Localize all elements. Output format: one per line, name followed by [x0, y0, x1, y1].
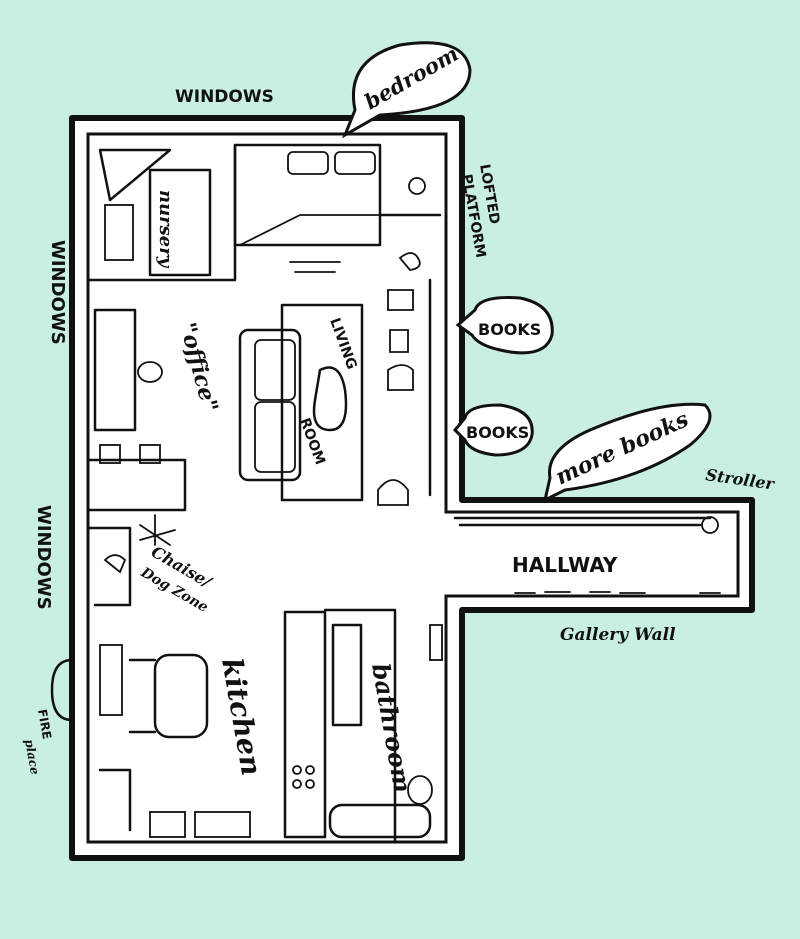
living-room-area	[238, 278, 432, 506]
more-books-callout: more books	[542, 402, 712, 503]
fireplace-icon	[50, 658, 74, 722]
apartment-outline	[69, 115, 755, 861]
windows-top-label: WINDOWS	[175, 87, 274, 107]
kitchen-area	[98, 610, 327, 839]
books-callout-1: BOOKS	[455, 296, 554, 355]
books-callout-2: BOOKS	[452, 403, 534, 457]
chaise-area	[86, 514, 176, 607]
bedroom-callout: bedroom	[342, 41, 472, 139]
gallery-wall-label: Gallery Wall	[560, 625, 676, 645]
fire-label: FIRE	[35, 708, 54, 740]
bathroom-area	[323, 608, 443, 844]
nursery-label: nursery	[155, 190, 176, 269]
hallway-details	[453, 516, 721, 594]
books-label-2: BOOKS	[466, 423, 529, 442]
place-label: place	[22, 738, 42, 776]
nursery-area	[86, 143, 237, 282]
books-label-1: BOOKS	[478, 320, 541, 339]
office-area	[86, 308, 187, 512]
windows-left-lower-label: WINDOWS	[33, 505, 54, 610]
inner-wall-line	[86, 132, 740, 844]
hallway-label: HALLWAY	[512, 553, 618, 577]
stroller-label: Stroller	[704, 465, 776, 494]
windows-left-upper-label: WINDOWS	[47, 240, 68, 345]
